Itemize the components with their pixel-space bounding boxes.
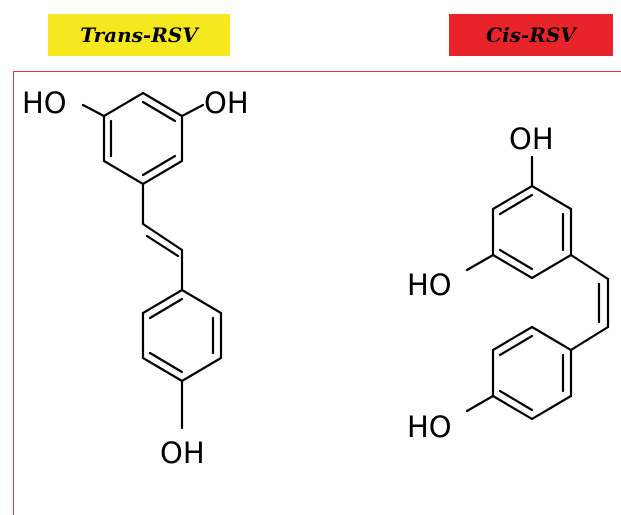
trans-resorcinol-ring xyxy=(102,91,184,186)
cis-phenol-ring xyxy=(491,325,573,421)
trans-upper-ring-double-bond-1 xyxy=(141,100,177,123)
cis-rsv-label: Cis-RSV xyxy=(449,14,613,56)
cis-rsv-label-text: Cis-RSV xyxy=(486,23,576,47)
trans-lower-ring-outline xyxy=(141,288,223,383)
trans-lower-ring-double-bond-3 xyxy=(148,297,184,320)
cis-upper-ring-double-bond-2 xyxy=(498,248,534,271)
cis-upper-ring-double-bond-3 xyxy=(498,193,534,216)
trans-hydroxyl-bottom: OH xyxy=(160,436,205,470)
cis-bridge-bond-2 xyxy=(569,325,610,352)
trans-resveratrol-structure: HO OH OH xyxy=(22,86,249,470)
cis-upper-ring-outline xyxy=(491,184,573,280)
cis-lower-ring-double-bond-3 xyxy=(498,334,534,357)
cis-resorcinol-ring xyxy=(491,184,573,280)
diagram-frame xyxy=(13,71,621,515)
cis-resveratrol-structure: OH HO HO xyxy=(407,122,610,444)
cis-bridge-bond-1 xyxy=(569,253,610,281)
trans-rsv-label: Trans-RSV xyxy=(48,14,230,56)
cis-oh-middle-bond xyxy=(465,253,495,272)
trans-hydroxyl-top-left: HO xyxy=(22,86,67,120)
trans-upper-ring-double-bond-2 xyxy=(141,154,177,177)
trans-upper-ring-outline xyxy=(102,91,184,186)
trans-lower-ring-double-bond-2 xyxy=(148,351,184,374)
trans-phenol-ring xyxy=(141,288,223,383)
cis-oh-bottom-bond xyxy=(465,394,495,413)
trans-rsv-label-text: Trans-RSV xyxy=(80,23,198,47)
cis-hydroxyl-middle: HO xyxy=(407,268,452,302)
trans-oh-left-bond xyxy=(81,103,106,118)
trans-vinyl-bond xyxy=(141,222,184,252)
cis-lower-ring-double-bond-2 xyxy=(498,389,534,412)
trans-hydroxyl-top-right: OH xyxy=(204,86,249,120)
cis-lower-ring-outline xyxy=(491,325,573,421)
trans-oh-right-bond xyxy=(180,103,205,118)
trans-vinyl-double-bond xyxy=(145,234,180,258)
cis-hydroxyl-bottom: HO xyxy=(407,410,452,444)
cis-hydroxyl-top: OH xyxy=(509,122,554,156)
